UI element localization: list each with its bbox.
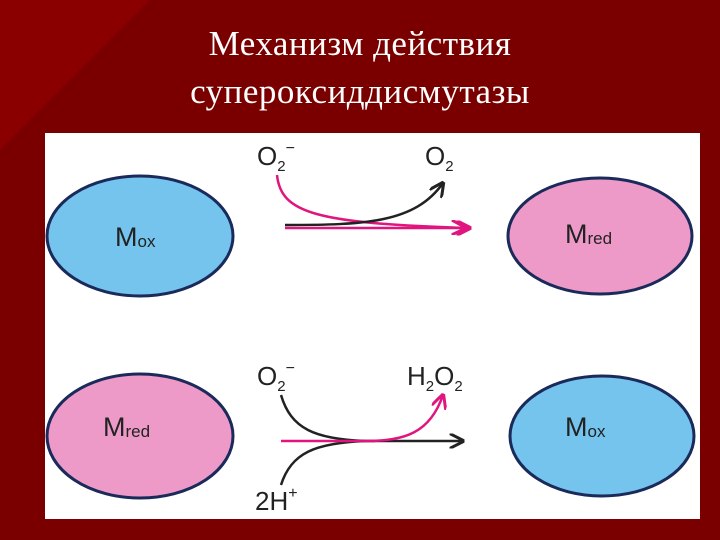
bottom-magenta-curve-arrow: [364, 395, 443, 443]
top-output-oxygen: O2: [425, 141, 454, 175]
bottom-left-node-mred: [45, 372, 235, 500]
bottom-dark-curve-from-superoxide: [279, 394, 366, 443]
title-line-2: супероксиддисмутазы: [190, 72, 530, 111]
bottom-output-h2o2: H2O2: [407, 361, 463, 395]
diagram-panel: Mox Mred O2− O2 Mred Mox O2− H2O2: [45, 133, 700, 519]
top-input-superoxide: O2−: [257, 140, 295, 175]
sod-mechanism-diagram: Mox Mred O2− O2 Mred Mox O2− H2O2: [45, 140, 696, 516]
slide-title: Механизм действия супероксиддисмутазы: [0, 20, 720, 116]
top-magenta-curve-arrow: [275, 174, 465, 228]
title-line-1: Механизм действия: [208, 24, 512, 63]
bottom-cofactor-protons: 2H+: [255, 485, 298, 516]
bottom-right-node-mox: [508, 374, 696, 498]
top-right-node-label: Mred: [565, 219, 612, 249]
top-left-node-mox: [45, 174, 235, 298]
bottom-input-superoxide: O2−: [257, 360, 295, 395]
bottom-dark-curve-from-protons: [279, 439, 366, 486]
top-right-node-mred: [506, 176, 694, 296]
top-dark-curve-arrow: [284, 183, 443, 227]
top-left-node-label: Mox: [115, 222, 156, 252]
bottom-right-node-label: Mox: [565, 412, 606, 442]
bottom-left-node-label: Mred: [103, 412, 150, 442]
